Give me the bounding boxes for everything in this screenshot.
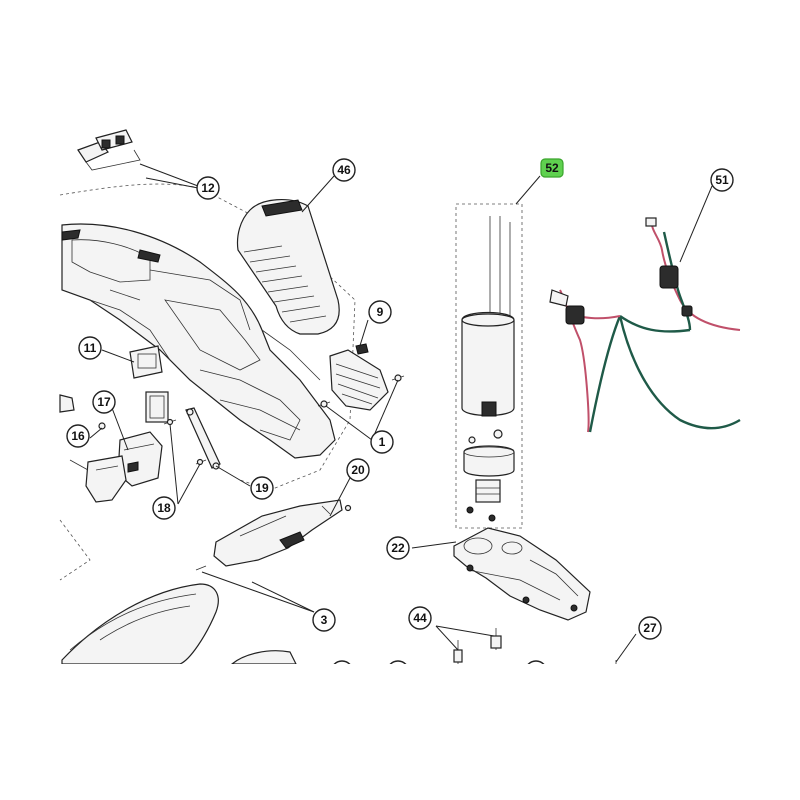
callout-1-label: 1: [379, 435, 386, 449]
part-22-gear-housing: [453, 527, 591, 621]
callout-18-label: 18: [157, 501, 171, 515]
callout-22: 22: [386, 536, 410, 560]
part-52-motor-assembly: [455, 203, 523, 529]
callout-44: 44: [408, 606, 432, 630]
part-51-wire-harness: [549, 217, 741, 433]
part-19-lever: [185, 407, 221, 470]
part-20-guard: [213, 499, 352, 567]
callout-52-label: 52: [545, 161, 559, 175]
part-16-screw: [98, 422, 106, 430]
callout-27: 27: [638, 616, 662, 640]
callout-12: 12: [196, 176, 220, 200]
leader-lines: [89, 163, 713, 663]
part-9-grille: [329, 343, 389, 411]
callout-11: 11: [78, 336, 102, 360]
callout-19-label: 19: [255, 481, 269, 495]
callout-51-label: 51: [715, 173, 729, 187]
lower-housing-half: [61, 565, 297, 665]
callout-20-label: 20: [351, 463, 365, 477]
callout-18: 18: [152, 496, 176, 520]
part-11-label: [129, 345, 163, 379]
callout-3-label: 3: [321, 613, 328, 627]
part-17-switch: [69, 431, 163, 503]
part-1-screws: [317, 374, 405, 408]
crop-mask: [0, 664, 800, 800]
part-44-screws: [453, 628, 502, 664]
callout-3: 3: [312, 608, 336, 632]
callout-19: 19: [250, 476, 274, 500]
callout-46-label: 46: [337, 163, 351, 177]
callout-20: 20: [346, 458, 370, 482]
part-switch-frame: [145, 391, 169, 423]
callout-51: 51: [710, 168, 734, 192]
callout-27-label: 27: [643, 621, 657, 635]
callout-17-label: 17: [97, 395, 111, 409]
callout-52-highlighted: 52: [540, 158, 564, 178]
housing-half-main: [59, 183, 356, 491]
callout-16: 16: [66, 424, 90, 448]
callout-9: 9: [368, 300, 392, 324]
callout-12-label: 12: [201, 181, 215, 195]
callout-22-label: 22: [391, 541, 405, 555]
callout-9-label: 9: [377, 305, 384, 319]
callout-46: 46: [332, 158, 356, 182]
callout-44-label: 44: [413, 611, 427, 625]
housing-edge-left: [59, 394, 91, 581]
callout-11-label: 11: [84, 341, 97, 355]
part-12-clips: [77, 129, 141, 171]
callout-1: 1: [370, 430, 394, 454]
callout-17: 17: [92, 390, 116, 414]
part-46-cover: [236, 199, 340, 335]
callout-16-label: 16: [71, 429, 85, 443]
